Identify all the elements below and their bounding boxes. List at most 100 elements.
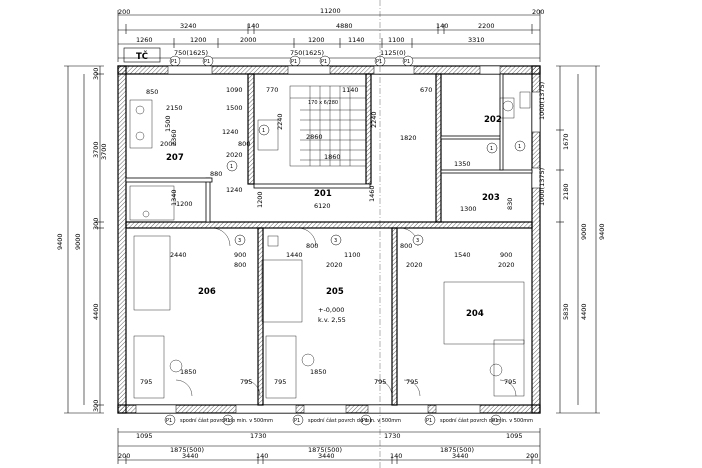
svg-text:2360: 2360 (170, 129, 178, 146)
dim-label: 1125(0) (380, 49, 406, 57)
room-207-label: 207 (166, 153, 184, 163)
svg-text:200: 200 (526, 452, 538, 460)
window-note: spodní část povrch do min. v 500mm (440, 417, 533, 424)
svg-text:3: 3 (334, 238, 337, 244)
window-note: spodní část povrch do min. v 500mm (180, 417, 273, 424)
dim-label: 750(1625) (174, 49, 208, 57)
svg-text:800: 800 (238, 140, 250, 148)
svg-text:1300: 1300 (460, 205, 477, 213)
svg-text:3440: 3440 (182, 452, 199, 460)
svg-text:9000: 9000 (74, 233, 82, 250)
svg-text:2180: 2180 (562, 183, 570, 200)
stair-label: 170 x 6/280 (308, 100, 338, 106)
svg-text:3: 3 (238, 238, 241, 244)
svg-text:9000: 9000 (580, 223, 588, 240)
svg-text:1875(500): 1875(500) (308, 446, 342, 454)
svg-text:300: 300 (92, 218, 100, 230)
dim-label: 200 (118, 8, 130, 16)
svg-text:770: 770 (266, 86, 278, 94)
svg-text:P1: P1 (426, 418, 432, 424)
svg-text:1730: 1730 (250, 432, 267, 440)
dim-label: 3310 (468, 36, 485, 44)
svg-text:1460: 1460 (368, 185, 376, 202)
svg-text:4400: 4400 (92, 303, 100, 320)
svg-text:900: 900 (500, 251, 512, 259)
dim-label: 2000 (240, 36, 257, 44)
svg-text:1340: 1340 (170, 189, 178, 206)
p1-markers-bottom: P1 P1 P1 P1 P1 P1 (164, 414, 502, 426)
dim-label: 2200 (478, 22, 495, 30)
svg-text:1095: 1095 (136, 432, 153, 440)
top-dimensions: 11200 200 3240 140 4880 140 2200 200 126… (117, 7, 544, 62)
svg-text:1: 1 (490, 146, 493, 152)
svg-text:2020: 2020 (406, 261, 423, 269)
svg-text:1200: 1200 (176, 200, 193, 208)
section-markers: 1 1 3 3 3 1 1 (226, 124, 526, 246)
svg-text:P1: P1 (492, 418, 498, 424)
svg-text:800: 800 (400, 242, 412, 250)
svg-text:1860: 1860 (324, 153, 341, 161)
p1-label: P1 (204, 59, 210, 65)
bottom-dimensions: 1095 1730 1730 1095 1875(500) 1875(500) … (117, 428, 541, 464)
dim-label: 1200 (190, 36, 207, 44)
svg-text:2440: 2440 (170, 251, 187, 259)
svg-text:200: 200 (118, 452, 130, 460)
svg-text:880: 880 (210, 170, 222, 178)
svg-text:1140: 1140 (342, 86, 359, 94)
p1-label: P1 (321, 59, 327, 65)
svg-text:795: 795 (406, 378, 418, 386)
room-201-label: 201 (314, 189, 332, 199)
svg-text:1100: 1100 (344, 251, 361, 259)
svg-text:5830: 5830 (562, 303, 570, 320)
room-204-label: 204 (466, 309, 484, 319)
svg-text:795: 795 (374, 378, 386, 386)
room-203-label: 203 (482, 193, 500, 203)
svg-text:1240: 1240 (222, 128, 239, 136)
svg-text:140: 140 (256, 452, 268, 460)
bathroom-fixtures (129, 91, 531, 221)
svg-text:2240: 2240 (276, 113, 284, 130)
dim-label: 140 (436, 22, 448, 30)
svg-text:1440: 1440 (286, 251, 303, 259)
svg-text:P1: P1 (224, 418, 230, 424)
svg-text:2020: 2020 (226, 151, 243, 159)
dim-label: 4880 (336, 22, 353, 30)
svg-text:9400: 9400 (56, 233, 64, 250)
svg-text:800: 800 (306, 242, 318, 250)
svg-text:1500: 1500 (164, 115, 172, 132)
svg-text:P1: P1 (166, 418, 172, 424)
outer-walls (117, 65, 541, 414)
svg-text:1090: 1090 (226, 86, 243, 94)
svg-text:670: 670 (420, 86, 432, 94)
svg-text:3700: 3700 (92, 141, 100, 158)
interior-walls (125, 73, 533, 406)
svg-text:1240: 1240 (226, 186, 243, 194)
svg-text:1875(500): 1875(500) (170, 446, 204, 454)
p1-label: P1 (171, 59, 177, 65)
svg-text:1540: 1540 (454, 251, 471, 259)
svg-text:830: 830 (506, 198, 514, 210)
svg-text:1850: 1850 (180, 368, 197, 376)
dim-total-width: 11200 (320, 7, 341, 15)
p1-markers-top: P1 P1 P1 P1 P1 P1 (169, 55, 414, 67)
svg-text:1670: 1670 (562, 133, 570, 150)
level-note: k.v. 2,55 (318, 316, 346, 324)
svg-text:140: 140 (390, 452, 402, 460)
svg-text:1875(500): 1875(500) (440, 446, 474, 454)
svg-text:P1: P1 (362, 418, 368, 424)
svg-text:1200: 1200 (256, 191, 264, 208)
svg-text:2860: 2860 (306, 133, 323, 141)
svg-text:2240: 2240 (370, 111, 378, 128)
room-205-label: 205 (326, 287, 344, 297)
room-206-label: 206 (198, 287, 216, 297)
svg-text:800: 800 (234, 261, 246, 269)
svg-text:1: 1 (230, 164, 233, 170)
svg-text:900: 900 (234, 251, 246, 259)
left-dimensions: 9400 9000 3700 4400 300 300 300 (56, 65, 104, 414)
interior-dimensions: 850 1090 2150 1500 2360 1240 2000 800 20… (100, 86, 516, 386)
svg-text:1: 1 (262, 128, 265, 134)
p1-label: P1 (376, 59, 382, 65)
dim-label: 1260 (136, 36, 153, 44)
svg-text:9400: 9400 (598, 223, 606, 240)
